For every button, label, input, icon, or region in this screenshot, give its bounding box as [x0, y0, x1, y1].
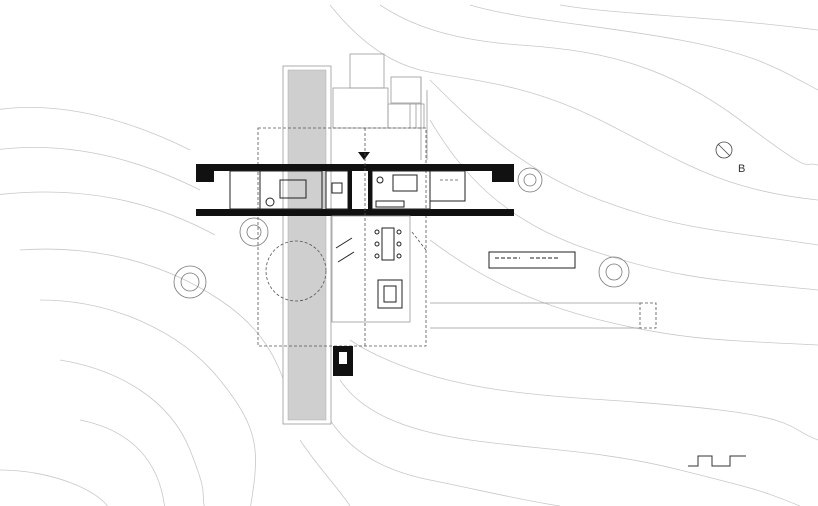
fireplace [333, 346, 353, 376]
entry-arrow-icon [358, 152, 370, 160]
trees [173, 167, 630, 299]
main-bar-building [196, 164, 514, 216]
section-marker-label: B [738, 163, 745, 175]
living-pavilion [331, 128, 427, 346]
terrain-contours [0, 4, 818, 506]
entry-structures [332, 53, 428, 160]
section-marker: B [715, 141, 745, 175]
scale-bar [688, 455, 746, 467]
terrace [430, 251, 657, 329]
courtyard-circle [265, 240, 327, 302]
pool [282, 65, 332, 425]
